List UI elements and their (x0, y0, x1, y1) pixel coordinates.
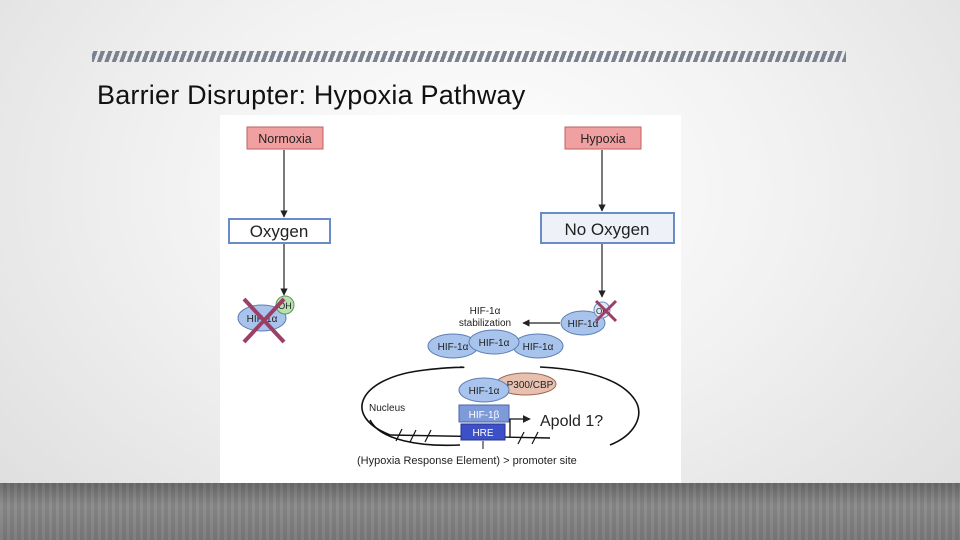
dna-tick-1 (395, 428, 403, 442)
hif-cluster-mid-ellipse (468, 329, 520, 355)
hypoxia-pathway-diagram: Normoxia Hypoxia Oxygen No Oxygen HIF-1α… (220, 115, 681, 483)
promoter-arrow (509, 415, 531, 437)
diagram-svg: Normoxia Hypoxia Oxygen No Oxygen HIF-1α… (228, 126, 675, 467)
slide-title: Barrier Disrupter: Hypoxia Pathway (97, 80, 526, 110)
nucleus-outline (361, 366, 640, 446)
dna-tick-2 (409, 429, 417, 443)
dna-tick-3 (424, 429, 432, 443)
oxygen-label: Oxygen (250, 222, 309, 241)
hif-right-ellipse (560, 310, 606, 336)
stabilization-line1: HIF-1α (470, 306, 501, 317)
oxygen-box (228, 218, 331, 244)
dna-tick-4 (517, 431, 525, 445)
hif-beta-label: HIF-1β (469, 410, 500, 421)
dna-tick-5 (531, 431, 539, 445)
nucleus-outline-bottom (369, 419, 461, 447)
floor-background (0, 483, 960, 540)
hif-cluster-left-label: HIF-1α (438, 342, 469, 353)
hre-label: HRE (472, 428, 493, 439)
cross-right-b (594, 299, 618, 323)
no-oxygen-label: No Oxygen (564, 220, 649, 239)
oh-left-label: OH (278, 301, 292, 311)
hif-cluster-right-label: HIF-1α (523, 342, 554, 353)
hypoxia-box (564, 126, 642, 150)
stabilization-line2: stabilization (459, 318, 511, 329)
hif-right-label: HIF-1α (568, 319, 599, 330)
apold-label: Apold 1? (540, 413, 603, 430)
hif-nucleus-ellipse (458, 377, 510, 403)
hypoxia-label: Hypoxia (580, 132, 625, 146)
caption: (Hypoxia Response Element) > promoter si… (357, 455, 577, 467)
nucleus-label: Nucleus (369, 403, 405, 414)
normoxia-label: Normoxia (258, 132, 312, 146)
p300-label: P300/CBP (507, 380, 554, 391)
decorative-stripe (92, 51, 846, 62)
hif-nucleus-label: HIF-1α (469, 386, 500, 397)
normoxia-box (246, 126, 324, 150)
hre-box (460, 423, 506, 441)
cross-left-b (242, 297, 286, 344)
hif-cluster-mid-label: HIF-1α (479, 338, 510, 349)
hif-beta-box (458, 404, 510, 423)
oh-right-circle (593, 301, 611, 319)
no-oxygen-box (540, 212, 675, 244)
oh-right-label: OH (596, 307, 608, 316)
